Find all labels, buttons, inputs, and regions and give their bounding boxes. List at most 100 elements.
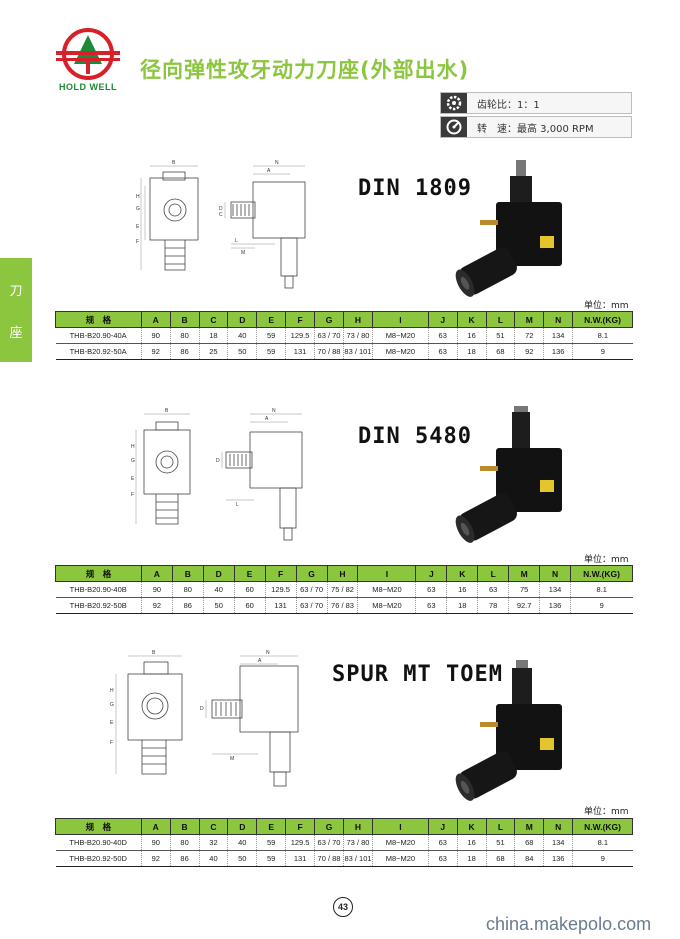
col-h: H — [343, 818, 373, 835]
svg-text:H: H — [110, 688, 114, 694]
table-cell: 90 — [140, 834, 171, 851]
gear-ratio-text: 齿轮比：1：1 — [477, 100, 540, 111]
table-cell: 90 — [140, 581, 173, 598]
svg-text:B: B — [172, 160, 176, 166]
table-row: THB-B20.90-40D 90 80 32 40 59 129.5 63 /… — [55, 834, 633, 851]
col-j: J — [427, 818, 458, 835]
col-n: N — [543, 818, 574, 835]
col-f: F — [264, 565, 297, 582]
table-cell: 50 — [227, 343, 257, 360]
table-cell: THB-B20.90-40D — [55, 834, 142, 851]
side-tab: 刀 座 — [0, 258, 32, 362]
svg-text:B: B — [165, 408, 169, 414]
svg-text:L: L — [236, 502, 239, 508]
col-k: K — [446, 565, 479, 582]
table-cell: 63 / 70 — [295, 581, 328, 598]
col-h: H — [342, 311, 373, 328]
col-d: D — [202, 565, 235, 582]
speed-text: 转 速：最高 3,000 RPM — [477, 124, 594, 135]
table-cell: 63 — [427, 850, 458, 867]
table-cell: 92.7 — [508, 597, 540, 614]
side-tab-char-2: 座 — [9, 326, 23, 341]
table-cell: 25 — [198, 343, 228, 360]
table-cell: 63 — [427, 327, 458, 344]
table-cell: 9 — [570, 597, 633, 614]
col-g: G — [314, 311, 344, 328]
model-title-din1809: DIN 1809 — [358, 176, 472, 201]
product-photo-din1809 — [455, 160, 562, 297]
col-f: F — [285, 311, 316, 328]
model-title-spur-mt-toem: SPUR MT TOEM — [332, 662, 503, 687]
col-i: I — [371, 311, 429, 328]
table-cell: 75 — [508, 581, 540, 598]
svg-text:G: G — [110, 702, 114, 708]
svg-text:N: N — [272, 408, 276, 414]
col-nw: N.W.(KG) — [572, 818, 633, 835]
col-c: C — [198, 311, 229, 328]
svg-text:L: L — [235, 238, 238, 244]
table-cell: 129.5 — [264, 581, 297, 598]
gear-icon — [446, 95, 462, 111]
table-cell: THB-B20.92-50D — [55, 850, 142, 867]
col-e: E — [233, 565, 266, 582]
table-cell: 84 — [514, 850, 544, 867]
svg-text:F: F — [131, 492, 134, 498]
svg-text:G: G — [136, 206, 140, 212]
table-cell: 63 — [427, 834, 458, 851]
model-title-din5480: DIN 5480 — [358, 424, 472, 449]
table-row: THB-B20.92-50D 92 86 40 50 59 131 70 / 8… — [55, 850, 633, 867]
table-cell: 68 — [485, 850, 515, 867]
table-cell: 59 — [256, 850, 286, 867]
svg-text:D: D — [200, 706, 204, 712]
col-l: L — [485, 311, 516, 328]
table-cell: M8~M20 — [371, 850, 429, 867]
table-cell: M8~M20 — [371, 327, 429, 344]
col-n: N — [539, 565, 572, 582]
product-photo-spur-mt-toem — [455, 660, 562, 801]
col-model: 规 格 — [55, 311, 142, 328]
svg-text:A: A — [265, 416, 269, 422]
unit-label: 单位：mm — [584, 555, 629, 565]
table-cell: 131 — [264, 597, 297, 614]
col-m: M — [514, 311, 545, 328]
table-cell: M8~M20 — [357, 597, 416, 614]
svg-text:M: M — [241, 250, 245, 256]
product-photo-din5480 — [455, 406, 562, 543]
table-cell: 59 — [256, 343, 286, 360]
spec-table-spur-mt-toem: 规 格 A B C D E F G H I J K L M N N.W.(KG)… — [55, 818, 633, 867]
table-cell: 18 — [446, 597, 478, 614]
table-cell: 32 — [198, 834, 228, 851]
table-cell: 83 / 101 — [343, 850, 373, 867]
table-cell: 16 — [456, 834, 487, 851]
table-cell: 92 — [140, 343, 171, 360]
col-g: G — [314, 818, 344, 835]
table-cell: 70 / 88 — [314, 850, 344, 867]
table-cell: 63 / 70 — [314, 834, 344, 851]
table-cell: 50 — [227, 850, 257, 867]
table-cell: 92 — [514, 343, 544, 360]
svg-text:G: G — [131, 458, 135, 464]
table-cell: 63 — [477, 581, 509, 598]
col-a: A — [140, 565, 173, 582]
table-cell: 59 — [256, 834, 286, 851]
table-cell: 86 — [169, 343, 200, 360]
col-i: I — [357, 565, 417, 582]
table-row: THB-B20.92-50A 92 86 25 50 59 131 70 / 8… — [55, 343, 633, 360]
table-cell: 8.1 — [572, 327, 633, 344]
col-g: G — [295, 565, 328, 582]
table-cell: THB-B20.92-50B — [55, 597, 142, 614]
table-cell: 18 — [198, 327, 228, 344]
table-cell: 63 — [427, 343, 458, 360]
table-cell: 76 / 83 — [326, 597, 358, 614]
col-m: M — [508, 565, 541, 582]
table-cell: 63 — [415, 597, 447, 614]
spec-table-din1809: 规 格 A B C D E F G H I J K L M N N.W.(KG)… — [55, 311, 633, 360]
watermark: china.makepolo.com — [486, 914, 652, 934]
col-a: A — [140, 818, 171, 835]
table-row: THB-B20.90-40A 90 80 18 40 59 129.5 63 /… — [55, 327, 633, 344]
svg-text:H: H — [131, 444, 135, 450]
table-cell: 136 — [543, 850, 573, 867]
col-b: B — [171, 565, 204, 582]
unit-label: 单位：mm — [584, 807, 629, 817]
